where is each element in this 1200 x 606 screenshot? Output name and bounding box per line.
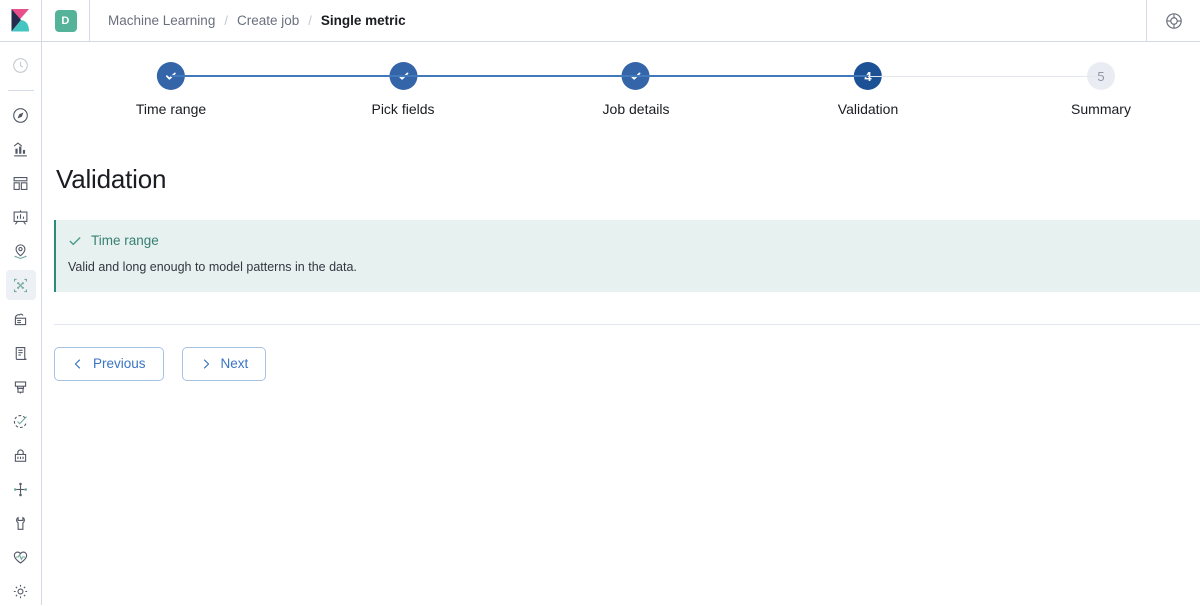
machine-learning-icon: [13, 278, 28, 292]
page-title: Validation: [56, 164, 167, 194]
sidebar-item-maps[interactable]: [6, 236, 36, 266]
compass-icon: [13, 107, 28, 123]
step-connector-1-2: [171, 75, 403, 77]
next-button[interactable]: Next: [181, 346, 267, 381]
check-icon: [69, 236, 81, 245]
sidebar-item-visualize[interactable]: [6, 134, 36, 164]
breadcrumb: Machine Learning / Create job / Single m…: [90, 0, 1146, 42]
primary-nav-sidebar: [0, 42, 42, 605]
chevron-right-icon: [203, 358, 209, 368]
step-connector-4-5: [868, 76, 1101, 77]
sidebar-item-management[interactable]: [6, 576, 36, 606]
wrench-icon: [16, 516, 25, 530]
callout-body: Valid and long enough to model patterns …: [68, 260, 357, 274]
breadcrumb-item-single-metric: Single metric: [320, 13, 406, 28]
previous-button-label: Previous: [93, 356, 146, 371]
help-lifebuoy-icon: [1165, 12, 1182, 29]
sidebar-item-infrastructure[interactable]: [6, 304, 36, 334]
apm-icon: [14, 380, 27, 393]
main-content: Time range Pick fields Job details 4 Val…: [43, 42, 1200, 605]
breadcrumb-item-machine-learning[interactable]: Machine Learning: [108, 13, 216, 28]
step-connector-3-4: [636, 75, 868, 77]
wizard-step-time-range[interactable]: Time range: [136, 62, 206, 117]
kibana-logo: [11, 9, 29, 32]
wizard-step-summary[interactable]: 5 Summary: [1071, 62, 1131, 117]
top-header: D Machine Learning / Create job / Single…: [0, 0, 1200, 42]
wizard-step-job-details[interactable]: Job details: [602, 62, 670, 117]
validation-callout: Time range Valid and long enough to mode…: [54, 220, 1200, 292]
sidebar-item-dev-tools[interactable]: [6, 508, 36, 538]
sidebar-item-recently-viewed[interactable]: [6, 50, 36, 80]
step-label: Summary: [1071, 101, 1131, 117]
space-badge[interactable]: D: [54, 9, 77, 32]
kibana-home-button[interactable]: [0, 0, 42, 42]
breadcrumb-item-create-job[interactable]: Create job: [236, 13, 300, 28]
sidebar-item-uptime[interactable]: [6, 406, 36, 436]
wizard-nav-buttons: Previous Next: [54, 346, 1200, 381]
logs-scroll-icon: [15, 346, 27, 360]
callout-title: Time range: [91, 233, 159, 248]
step-label: Job details: [602, 101, 670, 117]
presentation-icon: [13, 209, 28, 225]
step-label: Time range: [135, 101, 207, 117]
sidebar-item-canvas[interactable]: [6, 202, 36, 232]
help-button[interactable]: [1146, 0, 1200, 42]
step-connector-2-3: [403, 75, 636, 77]
wizard-step-validation[interactable]: 4 Validation: [838, 62, 898, 117]
sidebar-item-security[interactable]: [6, 440, 36, 470]
gear-icon: [13, 584, 28, 598]
step-label: Pick fields: [371, 101, 435, 117]
uptime-check-icon: [13, 414, 27, 428]
sidebar-item-discover[interactable]: [6, 100, 36, 130]
previous-button[interactable]: Previous: [54, 346, 164, 381]
callout-header: Time range: [68, 233, 1200, 248]
bar-chart-icon: [13, 141, 27, 156]
sidebar-item-monitoring[interactable]: [6, 542, 36, 572]
next-button-label: Next: [220, 356, 249, 371]
sidebar-item-dashboard[interactable]: [6, 168, 36, 198]
sidebar-item-graph[interactable]: [6, 474, 36, 504]
space-switcher[interactable]: D: [42, 0, 90, 42]
clock-icon: [13, 57, 28, 73]
map-marker-icon: [14, 243, 27, 259]
wizard-step-pick-fields[interactable]: Pick fields: [371, 62, 435, 117]
sidebar-item-apm[interactable]: [6, 372, 36, 402]
breadcrumb-separator: /: [224, 13, 228, 28]
content-divider: [54, 323, 1200, 325]
chevron-left-icon: [74, 358, 81, 368]
wizard-stepper: Time range Pick fields Job details 4 Val…: [43, 62, 1200, 158]
heart-pulse-icon: [13, 551, 28, 564]
sidebar-item-logs[interactable]: [6, 338, 36, 368]
graph-nodes-icon: [13, 482, 28, 496]
dashboard-grid-icon: [13, 176, 28, 190]
sidebar-item-machine-learning[interactable]: [5, 270, 36, 300]
lock-icon: [14, 448, 27, 462]
step-label: Validation: [837, 101, 899, 117]
breadcrumb-separator: /: [308, 13, 312, 28]
sidebar-divider: [7, 90, 34, 91]
infrastructure-icon: [14, 313, 27, 325]
